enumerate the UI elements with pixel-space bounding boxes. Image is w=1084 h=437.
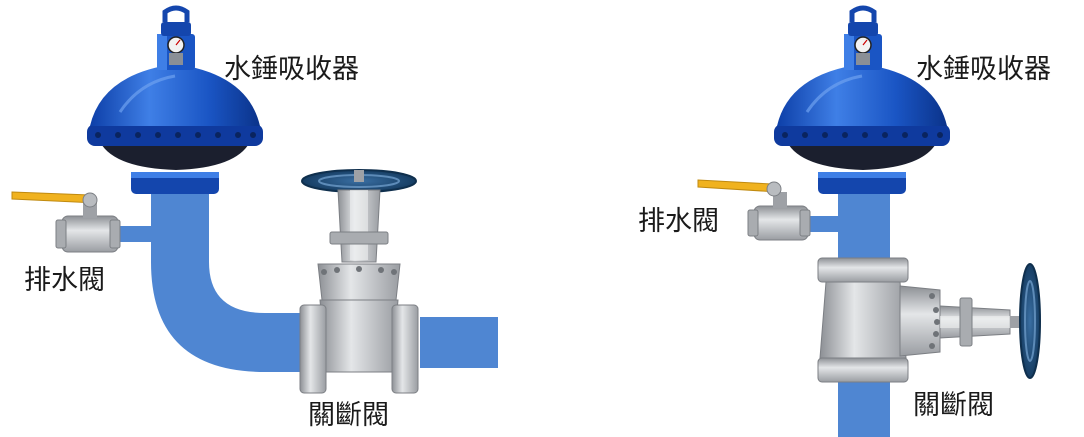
right-shutoff-valve	[817, 257, 1041, 383]
right-absorber	[774, 5, 950, 194]
right-handwheel-icon	[1019, 263, 1041, 379]
right-diagram	[697, 5, 1041, 437]
left-shutoff-valve-label: 關斷閥	[308, 400, 389, 431]
left-drain-valve	[11, 191, 121, 253]
right-absorber-label: 水錘吸收器	[916, 54, 1051, 85]
right-drain-valve	[697, 179, 811, 241]
left-absorber	[87, 5, 263, 194]
left-shutoff-valve	[299, 169, 419, 394]
left-absorber-label: 水錘吸收器	[224, 54, 359, 85]
left-diagram	[11, 5, 498, 394]
right-drain-valve-label: 排水閥	[638, 206, 719, 237]
left-drain-valve-label: 排水閥	[24, 265, 105, 296]
right-shutoff-valve-label: 關斷閥	[913, 390, 994, 421]
left-pipe	[116, 190, 498, 372]
